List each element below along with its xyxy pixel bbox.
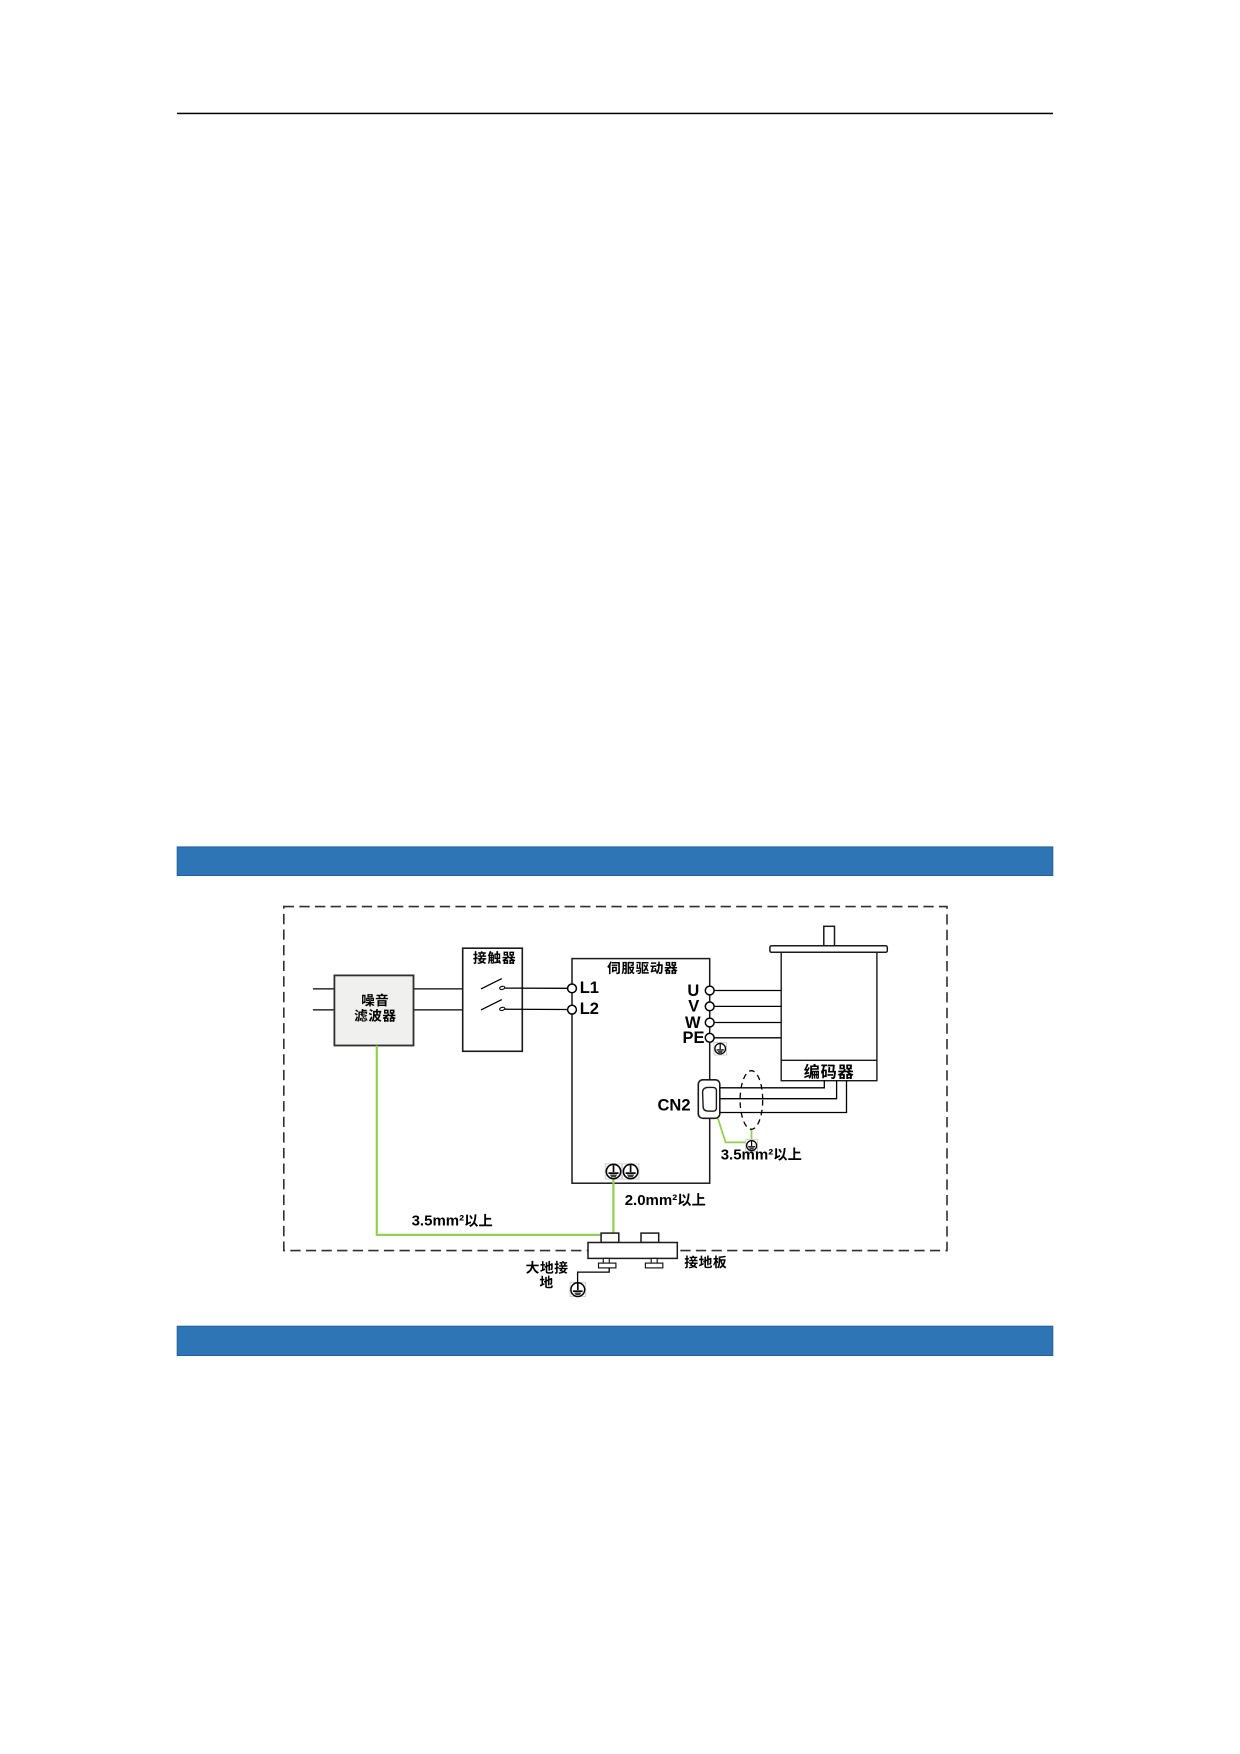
svg-text:W: W [685,1014,701,1032]
svg-text:L1: L1 [580,979,599,997]
svg-text:2.0mm²: 2.0mm² [625,1192,678,1209]
svg-text:U: U [687,982,699,1000]
svg-text:3.5mm²: 3.5mm² [721,1146,774,1163]
svg-text:PE: PE [682,1029,704,1047]
svg-text:3.5mm²: 3.5mm² [412,1213,465,1230]
svg-text:V: V [688,997,699,1015]
svg-text:L2: L2 [580,1000,599,1018]
svg-text:CN2: CN2 [658,1097,691,1115]
